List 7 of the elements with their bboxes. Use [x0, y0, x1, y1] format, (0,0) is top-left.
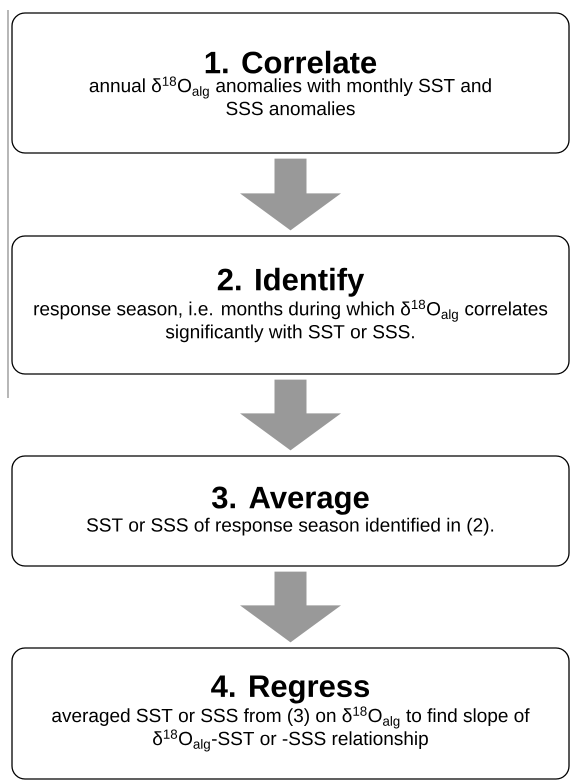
block-arrow [240, 158, 341, 230]
step-box: 2. Identify response season, i.e. months during which δ$^{18}$O$_{alg}$ correlates significantly with SST or SSS. [11, 235, 570, 375]
step-box: 4. Regress averaged SST or SSS from (3) on δ$^{18}$O$_{alg}$ to find slope of δ$^{18}$O$_{alg}$-SST or -SSS relationship [11, 647, 570, 780]
step-box: 3. Average SST or SSS of response season identified in (2). [11, 455, 570, 567]
step-box: 1. Correlate annual δ$^{18}$O$_{alg}$ anomalies with monthly SST and SSS anomalies [11, 12, 570, 154]
block-arrow [240, 380, 341, 450]
block-arrow [240, 572, 341, 642]
